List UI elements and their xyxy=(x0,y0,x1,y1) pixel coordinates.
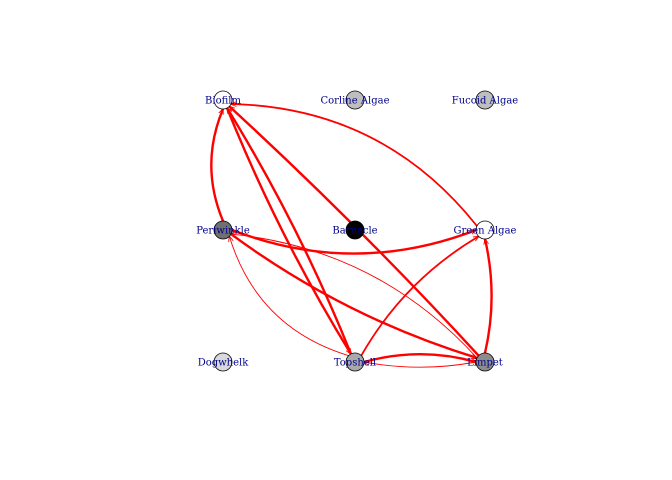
node-limpet xyxy=(475,352,495,372)
node-label-topshell: Topshell xyxy=(334,358,376,369)
edges-layer xyxy=(210,104,493,368)
edge-periwinkle-to-limpet xyxy=(230,233,477,360)
node-topshell xyxy=(345,352,365,372)
edge-biofilm-to-topshell xyxy=(225,107,352,354)
edge-limpet-to-topshell xyxy=(364,362,477,368)
node-coralline xyxy=(345,90,365,110)
edge-green-to-biofilm xyxy=(231,104,478,227)
edge-topshell-to-green xyxy=(360,236,478,357)
edge-limpet-to-green xyxy=(485,239,493,354)
node-label-periwinkle: Periwinkle xyxy=(196,226,250,237)
node-dogwhelk xyxy=(213,352,233,372)
node-label-limpet: Limpet xyxy=(467,358,503,369)
node-label-fucoid: Fucoid Algae xyxy=(452,96,519,107)
node-barnacle xyxy=(345,220,365,240)
node-label-green: Green Algae xyxy=(454,226,517,237)
edge-limpet-to-periwinkle xyxy=(231,234,478,359)
node-fucoid xyxy=(475,90,495,110)
node-label-barnacle: Barnacle xyxy=(332,226,377,237)
node-periwinkle xyxy=(213,220,233,240)
node-green xyxy=(475,220,495,240)
node-label-coralline: Corline Algae xyxy=(320,96,389,107)
edge-periwinkle-to-biofilm xyxy=(210,109,225,222)
nodes-layer xyxy=(213,90,495,372)
node-label-dogwhelk: Dogwhelk xyxy=(198,358,250,369)
edge-topshell-to-periwinkle xyxy=(229,236,349,357)
edge-topshell-to-limpet xyxy=(363,353,476,362)
node-label-biofilm: Biofilm xyxy=(205,96,241,107)
edge-topshell-to-biofilm xyxy=(226,108,353,355)
node-biofilm xyxy=(213,90,233,110)
edge-periwinkle-to-green xyxy=(231,228,476,255)
labels-layer: Biofilm Corline Algae Fucoid AlgaePeriwink… xyxy=(196,96,518,369)
